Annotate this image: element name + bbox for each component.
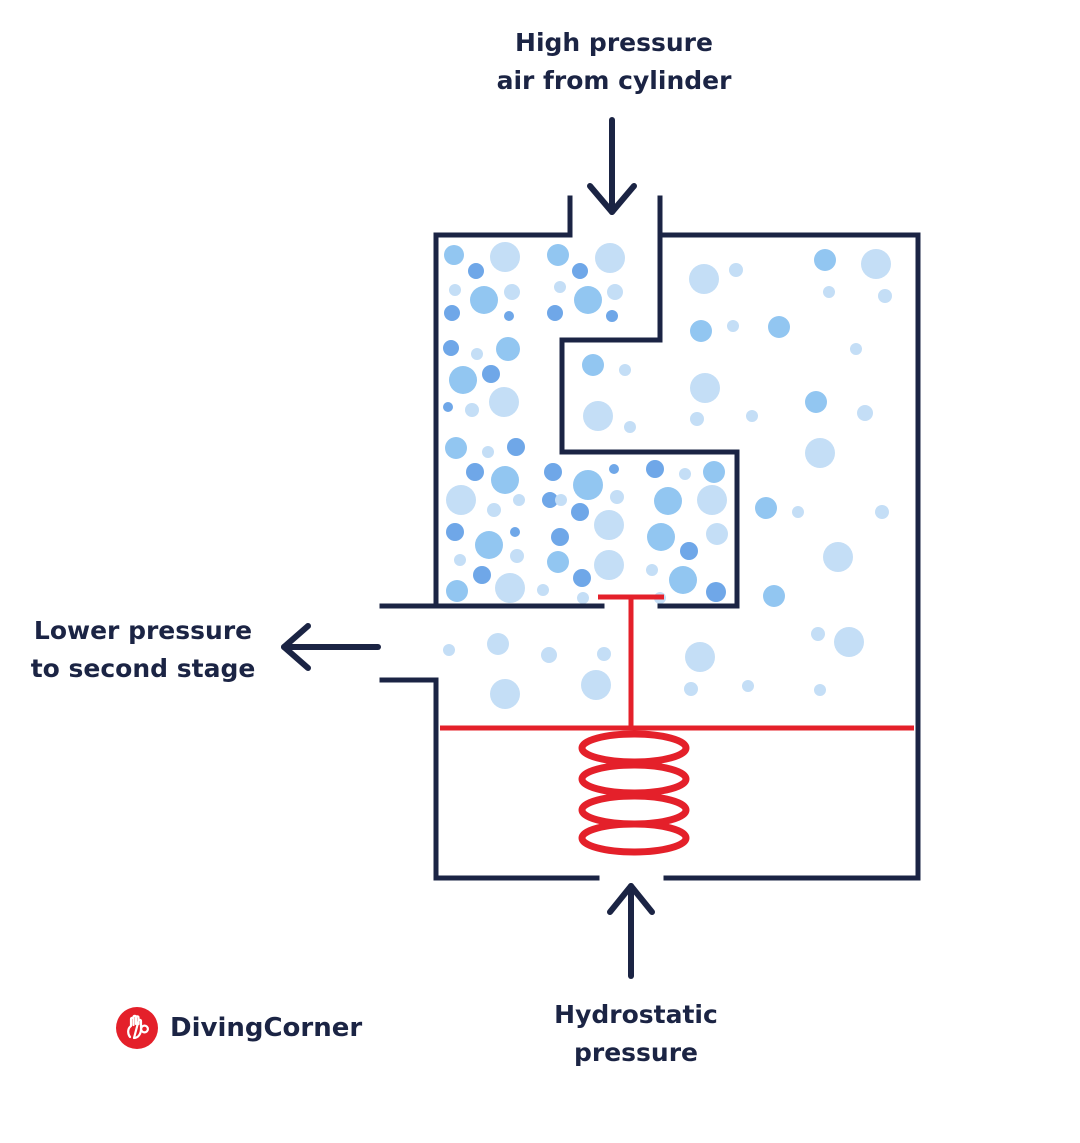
label-hydrostatic-pressure: Hydrostatic pressure (486, 996, 786, 1072)
brand: DivingCorner (116, 1007, 362, 1049)
label-line: Hydrostatic (554, 1000, 718, 1029)
regulator-housing (379, 195, 921, 881)
label-line: High pressure (515, 28, 713, 57)
hp-chamber-wall (559, 232, 740, 609)
label-line: to second stage (30, 654, 256, 683)
arrow-hydrostatic-pressure-in (607, 883, 655, 979)
brand-name: DivingCorner (170, 1013, 363, 1043)
high-pressure-bubbles (443, 242, 728, 604)
label-line: pressure (573, 1038, 699, 1067)
label-line: air from cylinder (496, 66, 732, 95)
label-high-pressure-air: High pressure air from cylinder (444, 24, 784, 100)
arrow-high-pressure-in (587, 117, 637, 215)
hand-ok-icon (116, 1007, 158, 1049)
valve-mechanism (440, 594, 914, 731)
arrow-lower-pressure-out (281, 623, 381, 671)
spring (578, 730, 690, 856)
label-lower-pressure: Lower pressure to second stage (0, 612, 286, 688)
low-pressure-bubbles (443, 249, 892, 709)
label-line: Lower pressure (33, 616, 253, 645)
